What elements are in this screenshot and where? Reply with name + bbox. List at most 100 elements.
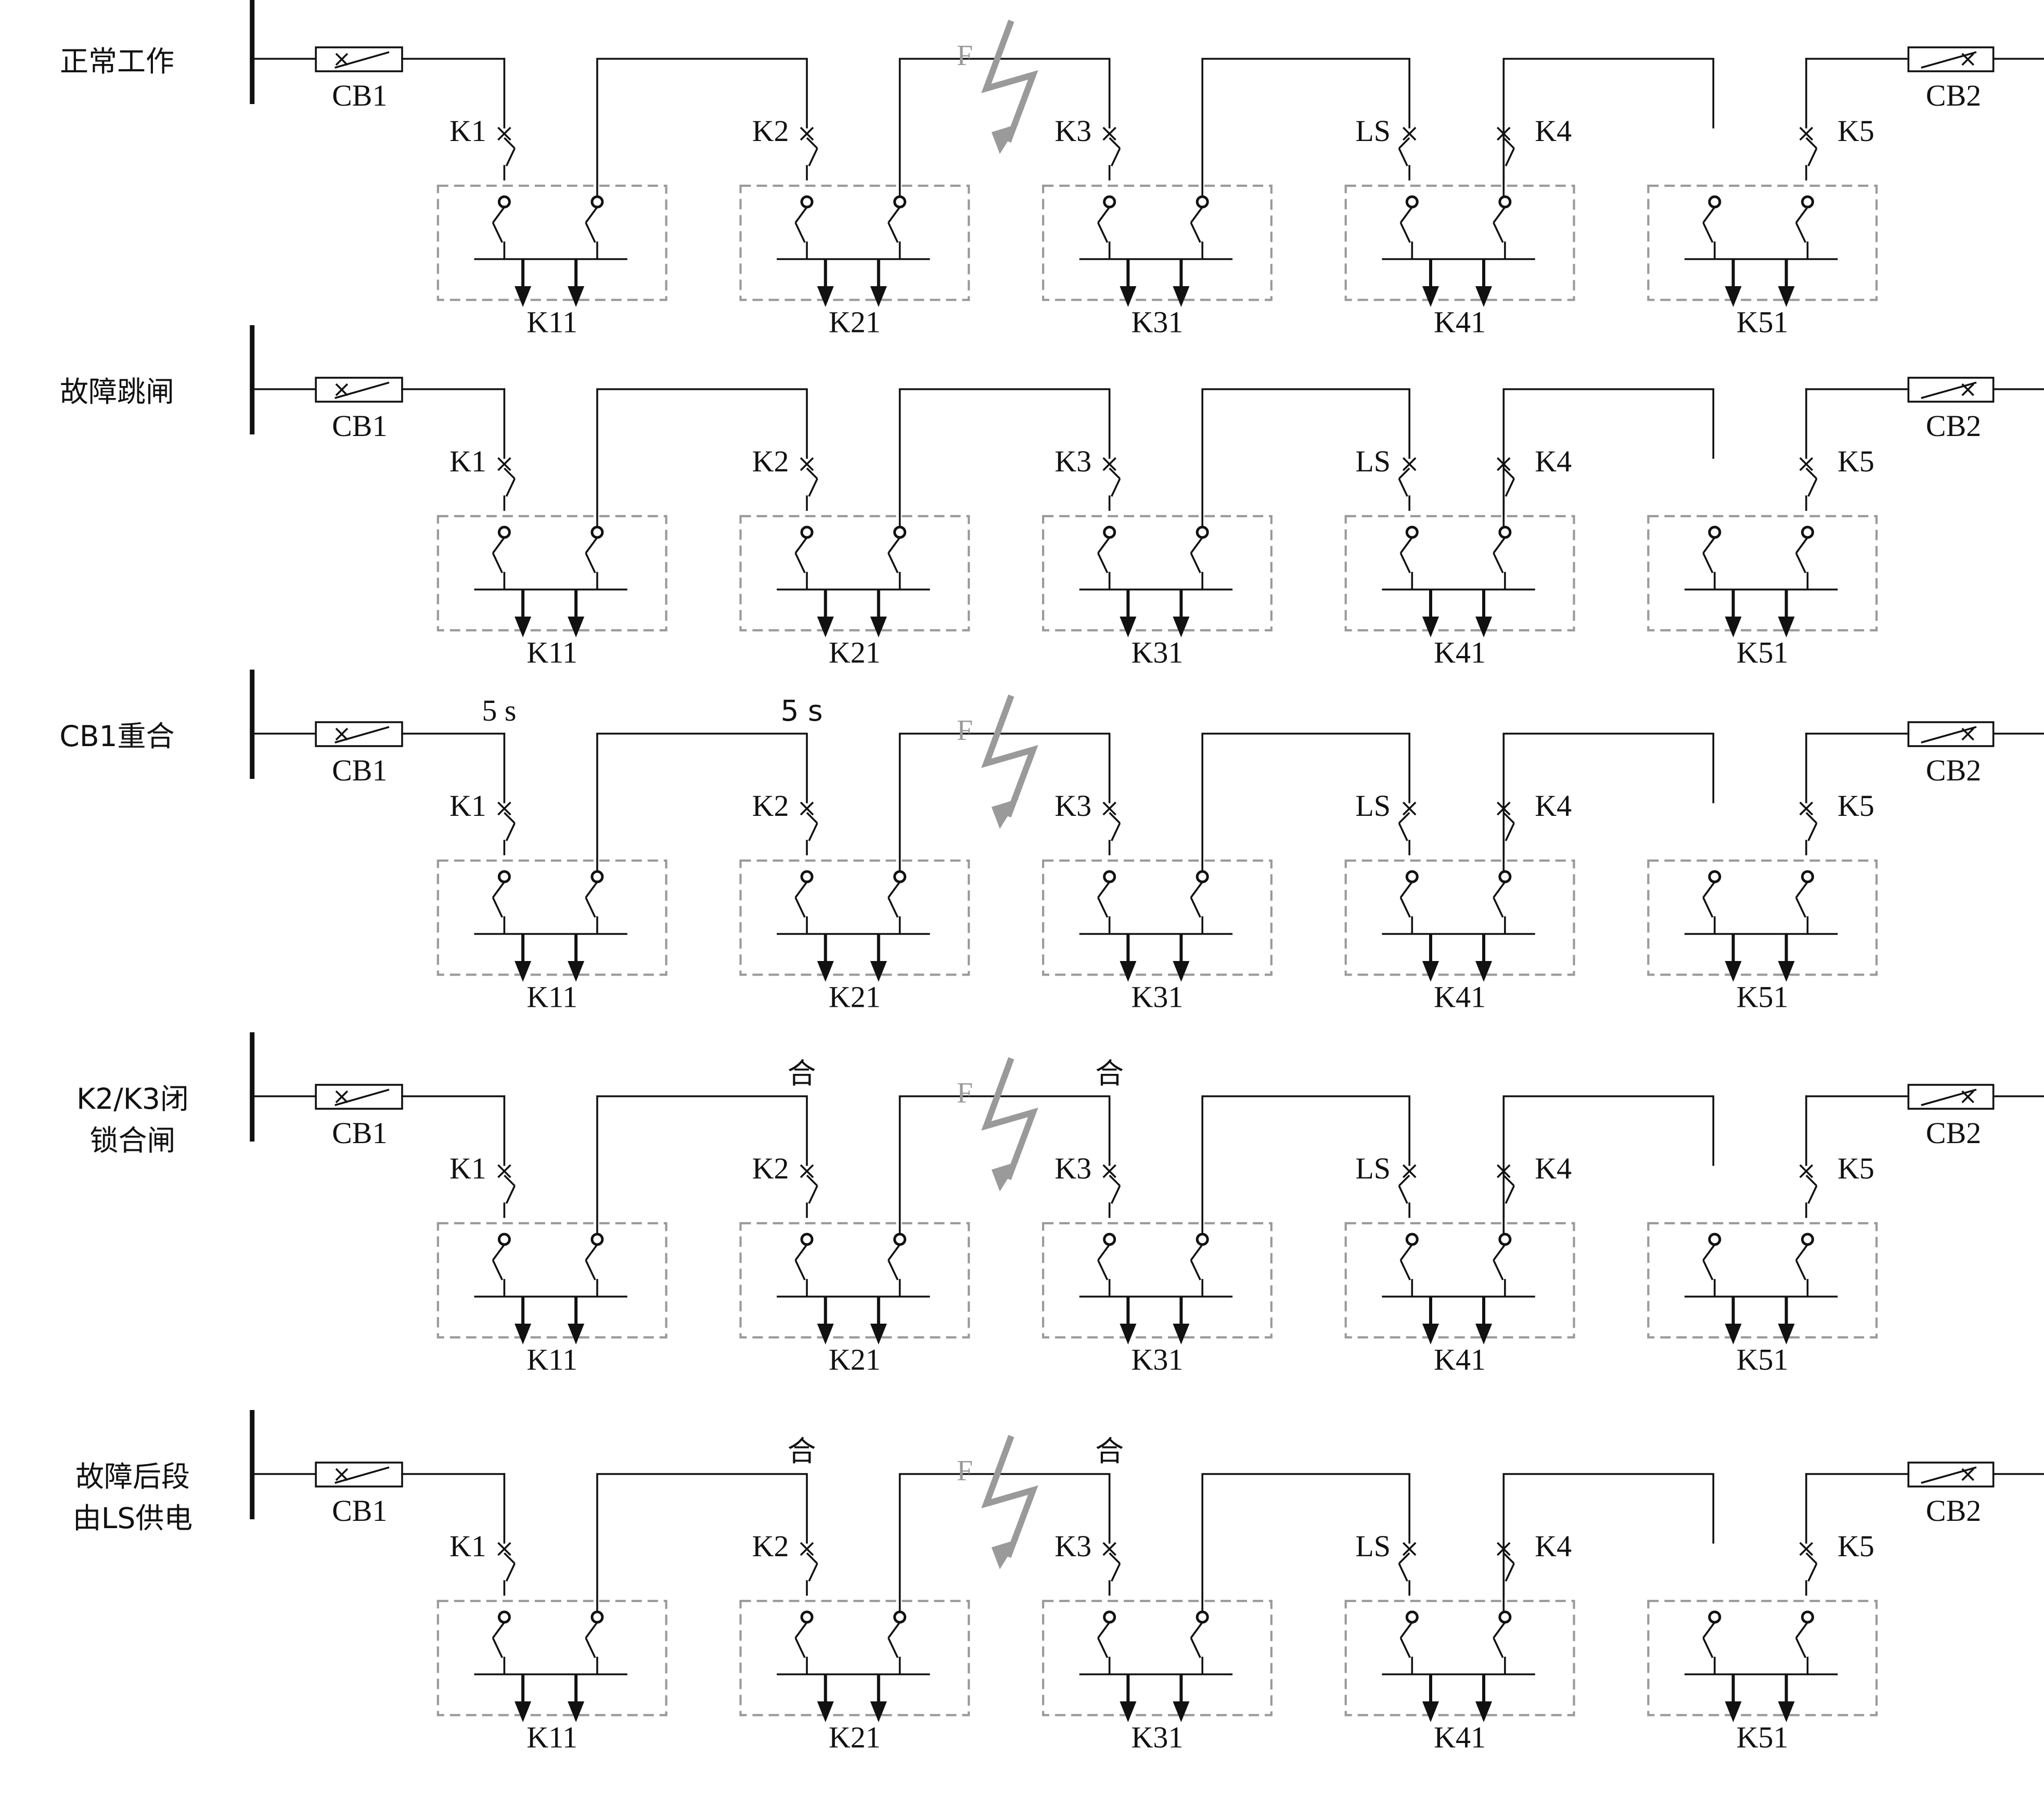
- cb2-label: CB2: [1926, 753, 1981, 787]
- k3-note: 合: [1095, 1434, 1124, 1468]
- unit-in-b-ring: [1195, 870, 1209, 883]
- fault-label: F: [957, 1077, 973, 1109]
- unit-in-b-blade2: [1795, 1260, 1807, 1280]
- k1-switch-blade-b: [505, 1563, 516, 1582]
- k5-switch-mark2: [1799, 801, 1814, 816]
- cb1-breaker-blade: [335, 381, 390, 399]
- unit-label: K21: [829, 305, 881, 339]
- ls-label: LS: [1355, 114, 1391, 148]
- fault-label: F: [957, 40, 973, 72]
- k5-switch-blade-b: [1807, 823, 1818, 841]
- unit-label: K51: [1737, 635, 1789, 669]
- tie-line: [898, 733, 1111, 873]
- ls-switch-blade-b: [1398, 478, 1408, 497]
- unit-in-b-blade2: [585, 553, 596, 573]
- unit-in-b-blade: [1795, 881, 1808, 899]
- unit-in-b-ring: [590, 1233, 604, 1246]
- k1-label: K1: [449, 444, 486, 478]
- tie-line: [898, 1095, 1111, 1235]
- unit-in-b-blade2: [585, 1260, 596, 1280]
- unit-in-a-blade: [794, 206, 808, 224]
- unit-in-b-blade2: [1795, 1637, 1807, 1658]
- cb1-label: CB1: [332, 409, 387, 443]
- unit-in-a-ring: [1103, 1233, 1116, 1246]
- unit-in-a-ring: [497, 1233, 511, 1246]
- tie-line: [898, 58, 1111, 198]
- ls-switch-blade-b: [1398, 1185, 1408, 1204]
- k4-label: K4: [1535, 789, 1572, 823]
- k1-switch-blade-a: [504, 467, 516, 480]
- unit-in-a-blade2: [1702, 553, 1714, 573]
- unit-in-b-blade: [888, 881, 901, 899]
- unit-label: K41: [1434, 305, 1486, 339]
- k3-switch-blade-a: [1109, 1174, 1121, 1187]
- cb1-breaker: [315, 721, 403, 747]
- unit-in-a-blade2: [1097, 1260, 1109, 1280]
- cb1-breaker-blade: [335, 726, 390, 744]
- k2-switch-mark2: [800, 126, 814, 141]
- k4-switch-blade-a: [1503, 1552, 1515, 1565]
- unit-label: K41: [1434, 1342, 1486, 1376]
- cb2-breaker-x2: [1961, 727, 1974, 741]
- cb1-label: CB1: [332, 1494, 387, 1528]
- ring-main-unit-box: [1042, 184, 1272, 301]
- unit-in-b-ring: [1498, 870, 1512, 883]
- unit-in-b-blade2: [1190, 553, 1201, 573]
- cb2-label: CB2: [1926, 409, 1981, 443]
- unit-in-a-blade2: [794, 222, 806, 243]
- unit-in-b-blade: [1190, 1621, 1203, 1639]
- unit-in-a-blade: [492, 881, 505, 899]
- unit-label: K11: [526, 305, 577, 339]
- k4-switch-blade-b: [1505, 478, 1515, 497]
- k3-switch-mark2: [1102, 457, 1116, 471]
- k5-switch-blade-b: [1807, 478, 1818, 497]
- unit-in-b-blade: [1795, 536, 1808, 554]
- k2-switch-blade-b: [808, 823, 818, 841]
- unit-in-a-blade: [492, 536, 505, 554]
- k2-label: K2: [752, 789, 789, 823]
- k2-switch-blade-b: [808, 1563, 818, 1582]
- tie-line: [1502, 1473, 1715, 1613]
- unit-label: K11: [526, 1342, 577, 1376]
- unit-label: K11: [526, 980, 577, 1014]
- fault-bolt: [981, 19, 1038, 143]
- k3-switch-blade-b: [1111, 148, 1121, 166]
- ls-switch-mark2: [1402, 457, 1417, 471]
- unit-in-a-blade2: [1702, 1260, 1714, 1280]
- unit-in-a-ring: [1708, 1233, 1721, 1246]
- unit-in-b-ring: [1195, 1233, 1209, 1246]
- ls-label: LS: [1355, 444, 1391, 478]
- unit-in-a-ring: [1405, 870, 1419, 883]
- k2-switch-blade-a: [806, 137, 818, 149]
- ls-switch-blade-a: [1398, 812, 1410, 824]
- ls-switch-blade-b: [1398, 1563, 1408, 1582]
- k3-switch-mark2: [1102, 801, 1116, 816]
- k2-note: 5 s: [780, 694, 822, 727]
- k3-switch-blade-b: [1111, 1185, 1121, 1204]
- unit-in-a-blade2: [492, 553, 504, 573]
- k1-switch-blade-b: [505, 478, 516, 497]
- cb2-breaker-x2: [1961, 1468, 1974, 1481]
- cb2-breaker-x2: [1961, 53, 1974, 66]
- unit-in-a-blade2: [794, 1637, 806, 1658]
- unit-in-b-blade2: [1493, 1260, 1504, 1280]
- unit-label: K31: [1132, 980, 1184, 1014]
- unit-in-a-ring: [800, 1610, 814, 1624]
- k2-label: K2: [752, 114, 789, 148]
- k5-switch-mark2: [1799, 126, 1814, 141]
- tie-line: [596, 388, 808, 528]
- unit-in-b-ring: [1801, 195, 1814, 209]
- k4-switch-blade-b: [1505, 148, 1515, 166]
- unit-in-b-ring: [1195, 195, 1209, 209]
- stage-label: 正常工作: [60, 45, 174, 78]
- unit-label: K21: [829, 1342, 881, 1376]
- k2-switch-mark2: [800, 801, 814, 816]
- ring-main-unit-box: [1647, 184, 1878, 301]
- ring-main-unit-box: [1647, 1222, 1878, 1339]
- ring-main-unit-box: [436, 1222, 667, 1339]
- k5-switch-blade-a: [1805, 137, 1818, 149]
- ring-main-unit-box: [436, 859, 667, 976]
- unit-in-a-blade: [492, 1621, 505, 1639]
- cb2-breaker-blade: [1921, 1466, 1977, 1484]
